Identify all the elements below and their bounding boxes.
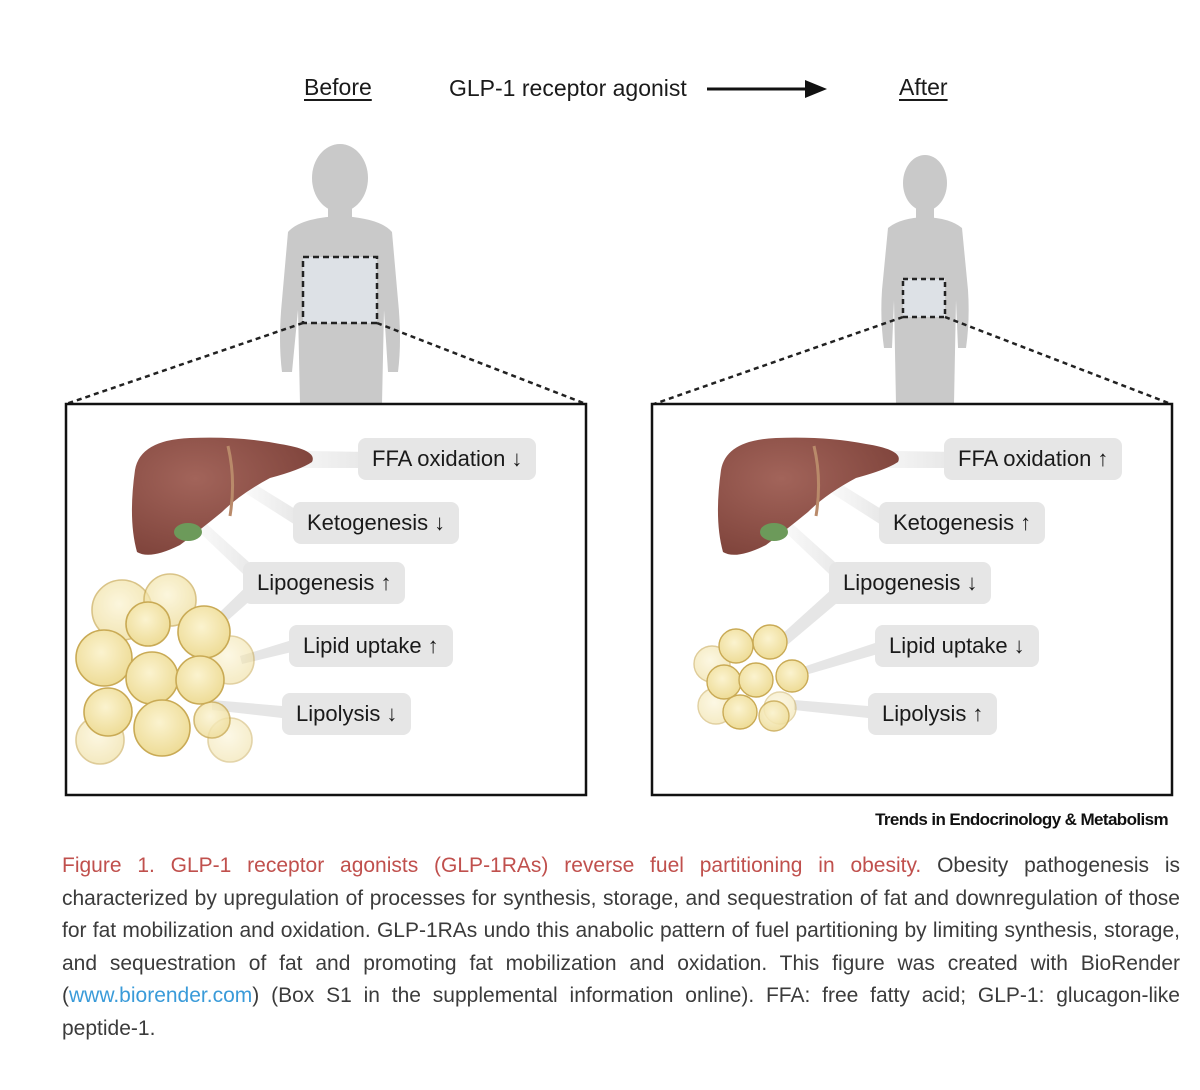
- before-pill-lipolysis: Lipolysis↓: [282, 693, 412, 735]
- pill-label: Lipolysis: [882, 701, 967, 726]
- before-pill-lipogenesis: Lipogenesis↑: [243, 562, 406, 604]
- after-label: After: [899, 74, 948, 100]
- before-zoom-region: [301, 255, 379, 325]
- figure-caption: Figure 1. GLP-1 receptor agonists (GLP-1…: [62, 850, 1180, 1045]
- pill-label: Ketogenesis: [893, 510, 1015, 535]
- down-arrow-icon: ↓: [511, 446, 523, 471]
- pill-label: Ketogenesis: [307, 510, 429, 535]
- caption-body-part-1: Obesity pathogenesis is characterized by…: [62, 854, 1180, 1007]
- before-pill-ketogenesis: Ketogenesis↓: [293, 502, 460, 544]
- up-arrow-icon: ↑: [1020, 510, 1032, 535]
- pill-label: Lipid uptake: [889, 633, 1008, 658]
- pill-label: FFA oxidation: [958, 446, 1092, 471]
- after-panel: [650, 402, 1174, 797]
- down-arrow-icon: ↓: [966, 570, 978, 595]
- before-pill-ffa-oxidation: FFA oxidation↓: [358, 438, 537, 480]
- pill-label: Lipogenesis: [843, 570, 961, 595]
- up-arrow-icon: ↑: [380, 570, 392, 595]
- figure-graphic: [64, 144, 1174, 797]
- down-arrow-icon: ↓: [434, 510, 446, 535]
- after-liver-icon: [717, 437, 899, 555]
- pill-label: Lipolysis: [296, 701, 381, 726]
- after-zoom-region: [901, 277, 947, 319]
- before-label: Before: [304, 74, 372, 100]
- pill-label: Lipogenesis: [257, 570, 375, 595]
- before-panel: [64, 402, 588, 797]
- pill-label: Lipid uptake: [303, 633, 422, 658]
- after-pill-lipogenesis: Lipogenesis↓: [829, 562, 992, 604]
- up-arrow-icon: ↑: [972, 701, 984, 726]
- up-arrow-icon: ↑: [427, 633, 439, 658]
- biorender-link[interactable]: www.biorender.com: [69, 984, 253, 1007]
- down-arrow-icon: ↓: [1013, 633, 1025, 658]
- after-pill-ffa-oxidation: FFA oxidation↑: [944, 438, 1123, 480]
- agonist-label: GLP-1 receptor agonist: [449, 75, 687, 101]
- up-arrow-icon: ↑: [1097, 446, 1109, 471]
- after-adipose-cluster: [693, 624, 809, 732]
- after-pill-lipolysis: Lipolysis↑: [868, 693, 998, 735]
- before-pill-lipid-uptake: Lipid uptake↑: [289, 625, 453, 667]
- after-pill-lipid-uptake: Lipid uptake↓: [875, 625, 1039, 667]
- right-arrow-icon: [707, 80, 827, 98]
- pill-label: FFA oxidation: [372, 446, 506, 471]
- before-liver-icon: [131, 437, 313, 555]
- caption-title: Figure 1. GLP-1 receptor agonists (GLP-1…: [62, 854, 922, 877]
- caption-body-part-2: ) (Box S1 in the supplemental informatio…: [62, 984, 1180, 1040]
- after-pill-ketogenesis: Ketogenesis↑: [879, 502, 1046, 544]
- before-adipose-cluster: [75, 573, 255, 765]
- down-arrow-icon: ↓: [386, 701, 398, 726]
- journal-credit: Trends in Endocrinology & Metabolism: [875, 810, 1169, 829]
